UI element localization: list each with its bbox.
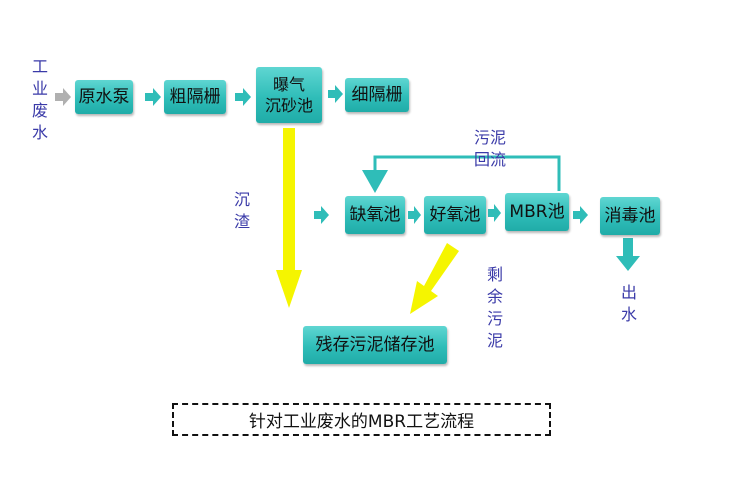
diagram-caption: 针对工业废水的MBR工艺流程 [172, 403, 551, 436]
coarse-screen-text: 粗隔栅 [169, 87, 221, 107]
settled-slag-label: 沉渣 [233, 190, 250, 231]
mbr-tank-text: MBR池 [509, 202, 565, 222]
excess-sludge-arrow [410, 243, 459, 314]
arrow-into-anoxic [314, 206, 329, 224]
fine-screen-box: 细隔栅 [345, 78, 409, 112]
coarse-screen-box: 粗隔栅 [164, 80, 226, 114]
aerobic-tank-text: 好氧池 [429, 205, 481, 225]
effluent-arrow [616, 238, 640, 271]
diagram-caption-text: 针对工业废水的MBR工艺流程 [248, 412, 475, 432]
aerated-grit-chamber-box: 曝气 沉砂池 [256, 67, 322, 123]
raw-water-pump-box: 原水泵 [75, 80, 133, 114]
sludge-return-line2: 回流 [473, 150, 506, 169]
residual-sludge-storage-text: 残存污泥储存池 [315, 335, 435, 355]
arrow-pump-to-coarse [145, 88, 161, 106]
arrow-anoxic-to-aerobic [408, 206, 421, 224]
arrow-mbr-to-disinfection [573, 206, 588, 224]
residual-sludge-storage-box: 残存污泥储存池 [303, 326, 447, 364]
mbr-tank-box: MBR池 [505, 193, 569, 231]
fine-screen-text: 细隔栅 [351, 85, 403, 105]
aerated-grit-line1: 曝气 [272, 75, 305, 94]
anoxic-tank-box: 缺氧池 [345, 196, 405, 234]
arrow-grit-to-fine [328, 85, 343, 103]
input-arrow [55, 88, 71, 106]
excess-sludge-label: 剩余污泥 [486, 265, 503, 350]
aerobic-tank-box: 好氧池 [424, 196, 486, 234]
sludge-return-line1: 污泥 [473, 128, 506, 147]
sludge-return-arrowhead [362, 170, 388, 193]
anoxic-tank-text: 缺氧池 [349, 205, 401, 225]
disinfection-tank-box: 消毒池 [600, 197, 660, 235]
sludge-return-label: 污泥 回流 [470, 127, 510, 171]
raw-water-pump-text: 原水泵 [78, 87, 130, 107]
industrial-wastewater-label: 工业废水 [31, 57, 48, 142]
effluent-label: 出水 [620, 283, 637, 324]
arrow-aerobic-to-mbr [488, 204, 501, 222]
disinfection-tank-text: 消毒池 [604, 206, 656, 226]
arrow-coarse-to-grit [235, 88, 251, 106]
settled-slag-arrow [276, 128, 302, 308]
aerated-grit-line2: 沉砂池 [264, 96, 313, 115]
sludge-return-line [373, 155, 561, 191]
